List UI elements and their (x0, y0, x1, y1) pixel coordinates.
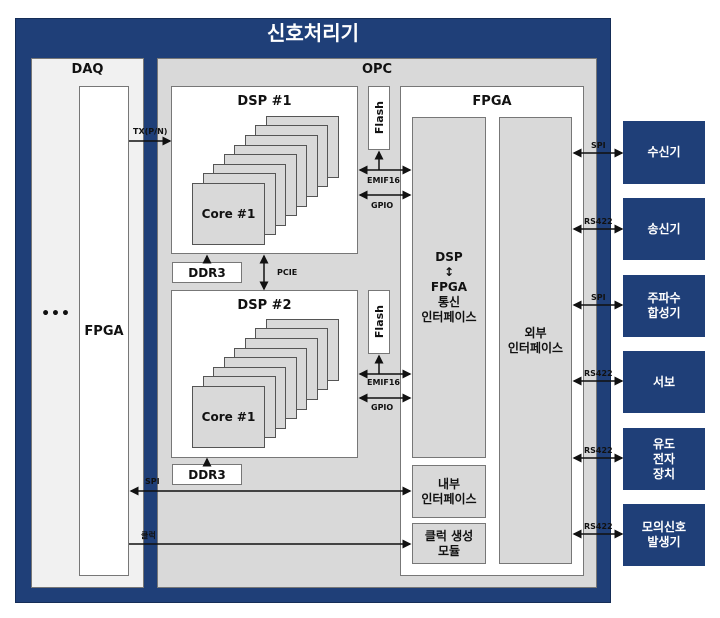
opc-label: OPC (361, 62, 393, 77)
dsp1-gpio-label: GPIO (371, 201, 394, 210)
clock-generation-module-block: 클럭 생성 모듈 (412, 523, 486, 564)
dsp2-gpio-label: GPIO (371, 403, 394, 412)
external-interface-label: 외부 인터페이스 (507, 325, 564, 355)
dsp2-label: DSP #2 (237, 298, 292, 313)
opc-fpga-label: FPGA (472, 94, 512, 109)
clock-generation-module-label: 클럭 생성 모듈 (424, 528, 474, 558)
signal-processor-title: 신호처리기 (267, 21, 359, 45)
dsp2-ddr3-block: DDR3 (172, 464, 242, 485)
dsp1-label: DSP #1 (237, 94, 292, 109)
spi-link-label: SPI (145, 477, 160, 486)
core-1-block: Core #1 (192, 386, 265, 448)
external-interface-link-label: RS422 (584, 369, 613, 378)
dsp2-flash-label: Flash (372, 305, 386, 339)
external-interface-link-label: RS422 (584, 446, 613, 455)
internal-interface-label: 내부 인터페이스 (421, 476, 477, 506)
dsp1-emif16-label: EMIF16 (367, 176, 400, 185)
core-1-label: Core #1 (201, 410, 256, 424)
ellipsis-icon: ••• (41, 306, 71, 322)
external-interface-link-label: RS422 (584, 522, 613, 531)
dsp1-ddr3-block: DDR3 (172, 262, 242, 283)
daq-fpga-label: FPGA (84, 323, 124, 339)
tx-link-label: TX(P/N) (133, 127, 168, 136)
dsp2-emif16-label: EMIF16 (367, 378, 400, 387)
external-device-box: 모의신호 발생기 (623, 504, 705, 566)
external-interface-link-label: RS422 (584, 217, 613, 226)
external-device-box: 유도 전자 장치 (623, 428, 705, 490)
external-interface-link-label: SPI (591, 141, 606, 150)
external-device-box: 주파수 합성기 (623, 275, 705, 337)
daq-label: DAQ (71, 62, 104, 77)
core-1-label: Core #1 (201, 207, 256, 221)
external-interface-link-label: SPI (591, 293, 606, 302)
dsp2-flash-block: Flash (368, 290, 390, 354)
pcie-label: PCIE (277, 268, 298, 277)
core-1-block: Core #1 (192, 183, 265, 245)
dsp2-ddr3-label: DDR3 (188, 467, 226, 482)
external-device-box: 서보 (623, 351, 705, 413)
dsp1-flash-block: Flash (368, 86, 390, 150)
dsp1-ddr3-label: DDR3 (188, 265, 226, 280)
external-interface-block: 외부 인터페이스 (499, 117, 572, 564)
external-device-box: 송신기 (623, 198, 705, 260)
dsp-fpga-comm-interface-block: DSP ↕ FPGA 통신 인터페이스 (412, 117, 486, 458)
daq-fpga-block: FPGA (79, 86, 129, 576)
dsp-fpga-comm-interface-label: DSP ↕ FPGA 통신 인터페이스 (421, 250, 477, 324)
clock-link-label: 클럭 (141, 531, 156, 540)
dsp1-flash-label: Flash (372, 101, 386, 135)
external-device-box: 수신기 (623, 121, 705, 184)
internal-interface-block: 내부 인터페이스 (412, 465, 486, 518)
